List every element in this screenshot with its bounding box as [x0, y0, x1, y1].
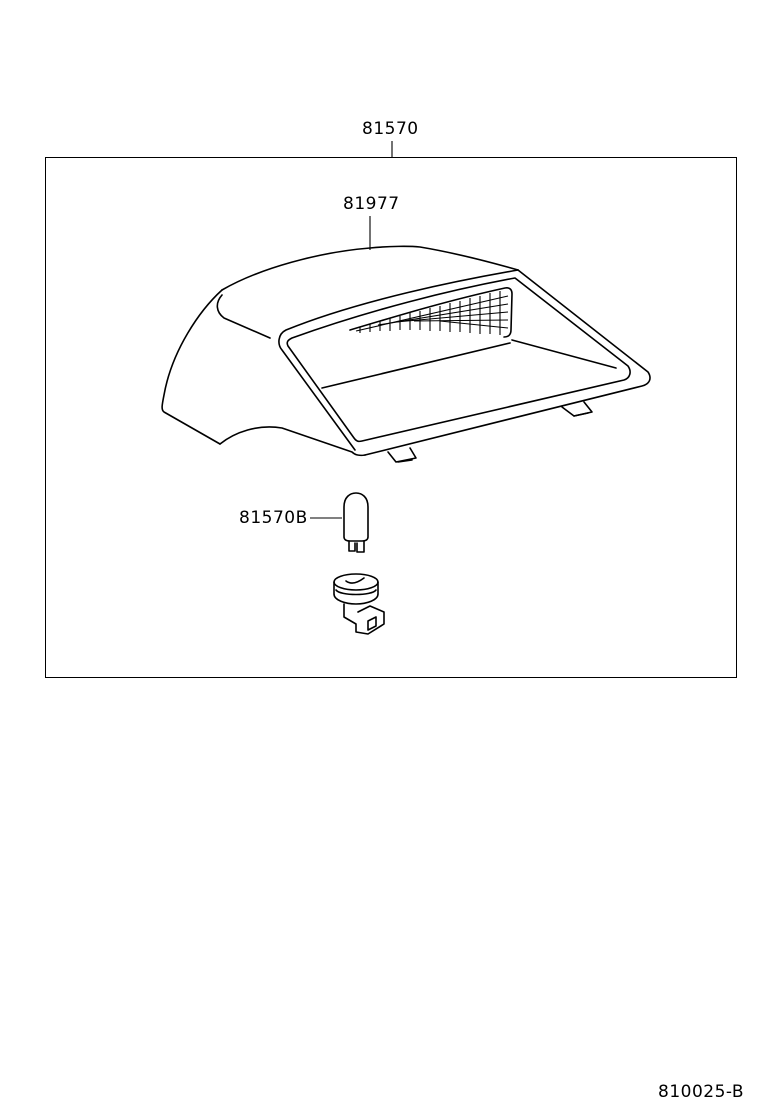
lamp-cover-drawing — [161, 245, 651, 463]
mounting-tab-left — [387, 447, 417, 463]
callout-assembly: 81570 — [362, 119, 419, 139]
callout-bulb: 81570B — [239, 508, 308, 528]
socket-drawing — [333, 573, 385, 635]
bulb-drawing — [343, 492, 369, 553]
lamp-grille — [355, 291, 509, 335]
figure-code: 810025-B — [658, 1082, 745, 1102]
assembly-frame — [45, 157, 737, 678]
callout-cover: 81977 — [343, 194, 400, 214]
